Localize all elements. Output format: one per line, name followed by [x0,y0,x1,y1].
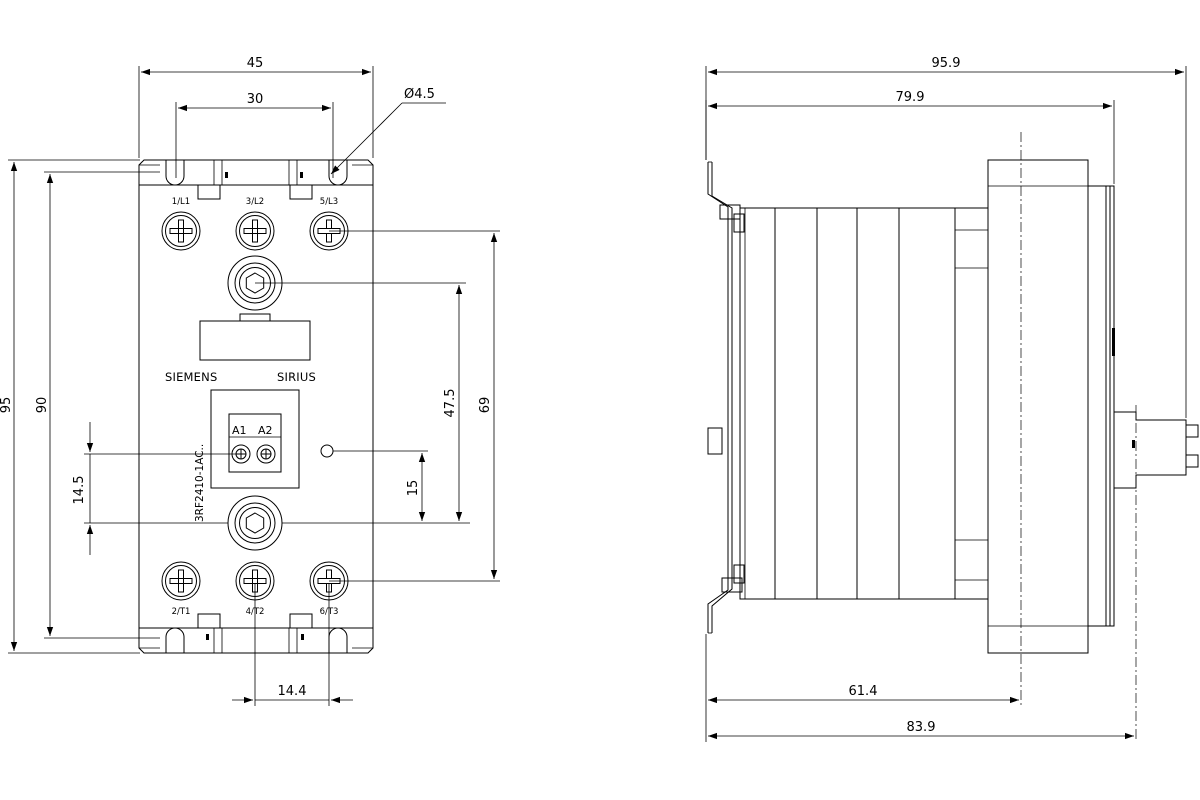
dim-hole-diameter: Ø4.5 [404,87,435,102]
din-rail-clip [707,161,745,634]
front-dimensions: 45 30 Ø4.5 95 90 1 [0,56,500,706]
main-housing [987,159,1089,654]
dim-width-45: 45 [247,56,264,71]
brand-siemens: SIEMENS [165,370,217,384]
terminal-label-2-t1: 2/T1 [172,607,191,617]
terminal-label-a1: A1 [232,424,247,437]
side-dimensions: 95.9 79.9 61.4 83.9 [705,56,1187,742]
dim-height-90: 90 [35,397,50,414]
side-view: 95.9 79.9 61.4 83.9 [705,56,1199,742]
dim-depth-79-9: 79.9 [896,90,925,105]
dim-control-14-5: 14.5 [72,476,87,505]
dim-offset-15: 15 [406,480,421,497]
terminal-label-a2: A2 [258,424,273,437]
dim-hole-spacing-30: 30 [247,92,264,107]
dim-height-95: 95 [0,397,14,414]
led-indicator [320,444,334,458]
dim-screw-spacing-47-5: 47.5 [443,389,458,418]
dim-terminal-spacing-69: 69 [478,397,493,414]
screw-terminal-3-l2 [235,211,275,251]
front-housing-outline [138,159,374,654]
cover-plate [199,320,311,361]
dim-control-14-4: 14.4 [278,684,307,699]
order-number: 3RF2410-1AC.. [194,444,206,522]
brand-sirius: SIRIUS [277,370,316,384]
top-mounting-lugs [139,160,373,200]
bottom-mounting-lugs [139,613,373,653]
front-view: 1/L1 3/L2 5/L3 SIEMENS SIRIUS A1 [0,56,500,706]
control-connector [1114,411,1199,489]
dim-depth-95-9: 95.9 [932,56,961,71]
lower-mounting-screw [227,495,283,551]
front-cover [1087,185,1115,627]
terminal-label-5-l3: 5/L3 [320,197,338,207]
screw-terminal-1-l1 [161,211,201,251]
heatsink-body [739,207,989,600]
dim-depth-61-4: 61.4 [849,684,878,699]
dim-depth-83-9: 83.9 [907,720,936,735]
terminal-label-1-l1: 1/L1 [172,197,190,207]
control-module: A1 A2 3RF2410-1AC.. [194,389,300,522]
terminal-label-3-l2: 3/L2 [246,197,264,207]
screw-terminal-2-t1 [161,561,201,601]
